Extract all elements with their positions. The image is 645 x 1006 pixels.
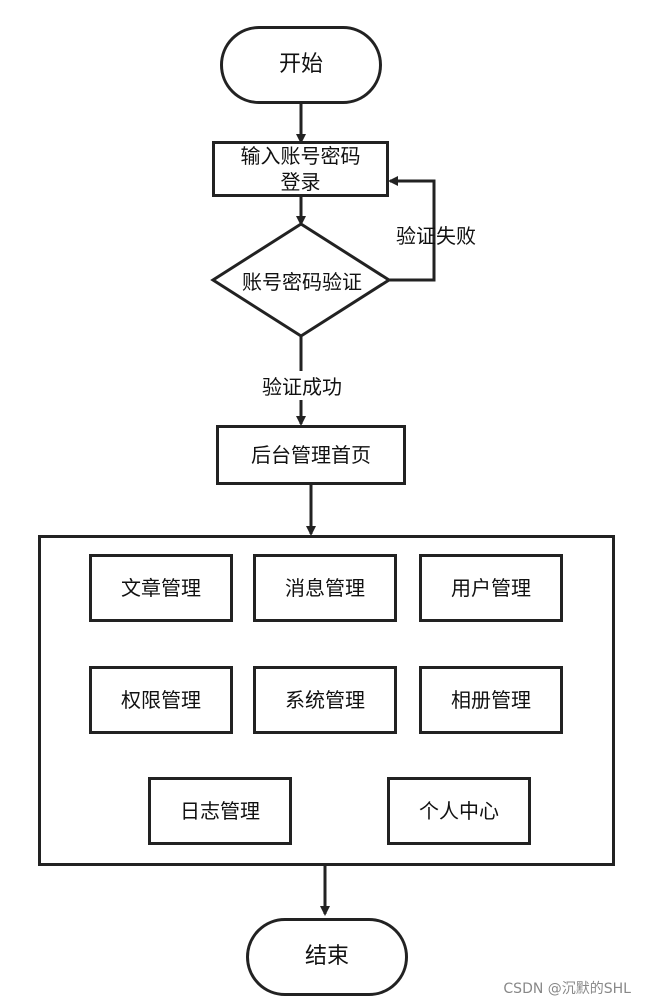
- module-box: 消息管理: [253, 554, 397, 622]
- module-box: 文章管理: [89, 554, 233, 622]
- module-box: 系统管理: [253, 666, 397, 734]
- end-node: 结束: [246, 918, 408, 996]
- verify-label: 账号密码验证: [242, 269, 362, 294]
- home-step: 后台管理首页: [216, 425, 406, 485]
- module-label: 文章管理: [121, 576, 201, 600]
- success-edge-label: 验证成功: [262, 371, 342, 400]
- module-label: 权限管理: [121, 688, 201, 712]
- login-step: 输入账号密码 登录: [212, 141, 389, 197]
- module-label: 日志管理: [180, 799, 260, 823]
- verify-decision: 账号密码验证: [213, 228, 391, 332]
- module-label: 相册管理: [451, 688, 531, 712]
- fail-edge-label: 验证失败: [396, 224, 476, 248]
- login-label: 输入账号密码 登录: [240, 144, 361, 194]
- start-node: 开始: [220, 26, 382, 104]
- start-label: 开始: [278, 52, 323, 77]
- module-box: 权限管理: [89, 666, 233, 734]
- module-box: 个人中心: [387, 777, 531, 845]
- module-label: 消息管理: [285, 576, 365, 600]
- module-box: 日志管理: [148, 777, 292, 845]
- modules-container: [38, 535, 615, 866]
- watermark: CSDN @沉默的SHL: [503, 981, 631, 997]
- arrow-verify-fail-loop: [388, 176, 436, 282]
- home-label: 后台管理首页: [251, 443, 371, 467]
- module-box: 用户管理: [419, 554, 563, 622]
- module-box: 相册管理: [419, 666, 563, 734]
- end-label: 结束: [304, 944, 349, 969]
- module-label: 系统管理: [285, 688, 365, 712]
- module-label: 个人中心: [419, 799, 499, 823]
- module-label: 用户管理: [451, 576, 531, 600]
